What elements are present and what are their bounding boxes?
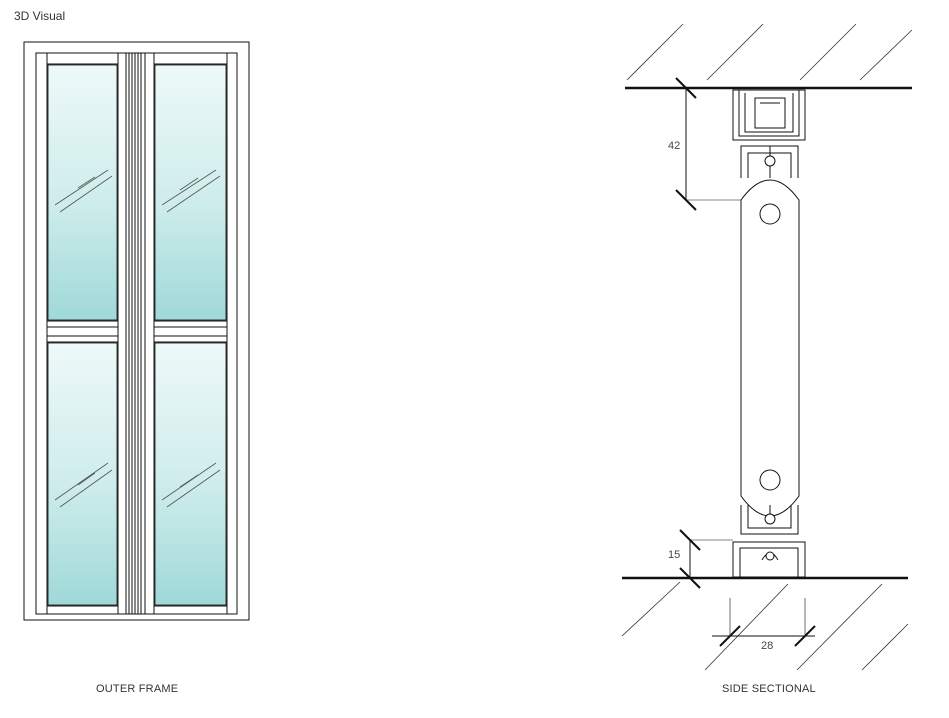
glass-reflections xyxy=(54,169,221,508)
left-stile xyxy=(35,52,48,615)
dimension-lines xyxy=(675,77,816,647)
door-panel-section xyxy=(740,179,800,517)
ceiling-hatch xyxy=(626,23,913,81)
bottom-roller-icon xyxy=(759,469,781,491)
glass-pane-bottom-left xyxy=(47,342,118,606)
glass-pane-top-left xyxy=(47,64,118,321)
left-mid-rail xyxy=(46,320,119,343)
caption-outer-frame: OUTER FRAME xyxy=(96,683,179,695)
dimension-label-top: 42 xyxy=(668,140,680,152)
right-mid-rail xyxy=(153,320,228,343)
left-panel-meeting-stile xyxy=(117,52,127,615)
door-panel-outline xyxy=(740,179,800,517)
outer-frame-elevation xyxy=(23,41,250,621)
floor-hatch xyxy=(621,581,909,671)
bottom-guide xyxy=(732,505,806,578)
caption-side-sectional: SIDE SECTIONAL xyxy=(722,683,816,695)
right-stile xyxy=(226,52,238,615)
top-hanger xyxy=(740,145,799,178)
glass-panes xyxy=(47,64,227,606)
top-roller-icon xyxy=(759,203,781,225)
right-panel-meeting-stile xyxy=(144,52,155,615)
top-track-profile xyxy=(732,89,806,141)
dimension-label-bottom: 15 xyxy=(668,549,680,561)
dimension-label-width: 28 xyxy=(761,640,773,652)
outer-frame-border xyxy=(23,41,250,621)
glass-pane-top-right xyxy=(154,64,227,321)
diagram-title: 3D Visual xyxy=(14,9,66,23)
glass-pane-bottom-right xyxy=(154,342,227,606)
